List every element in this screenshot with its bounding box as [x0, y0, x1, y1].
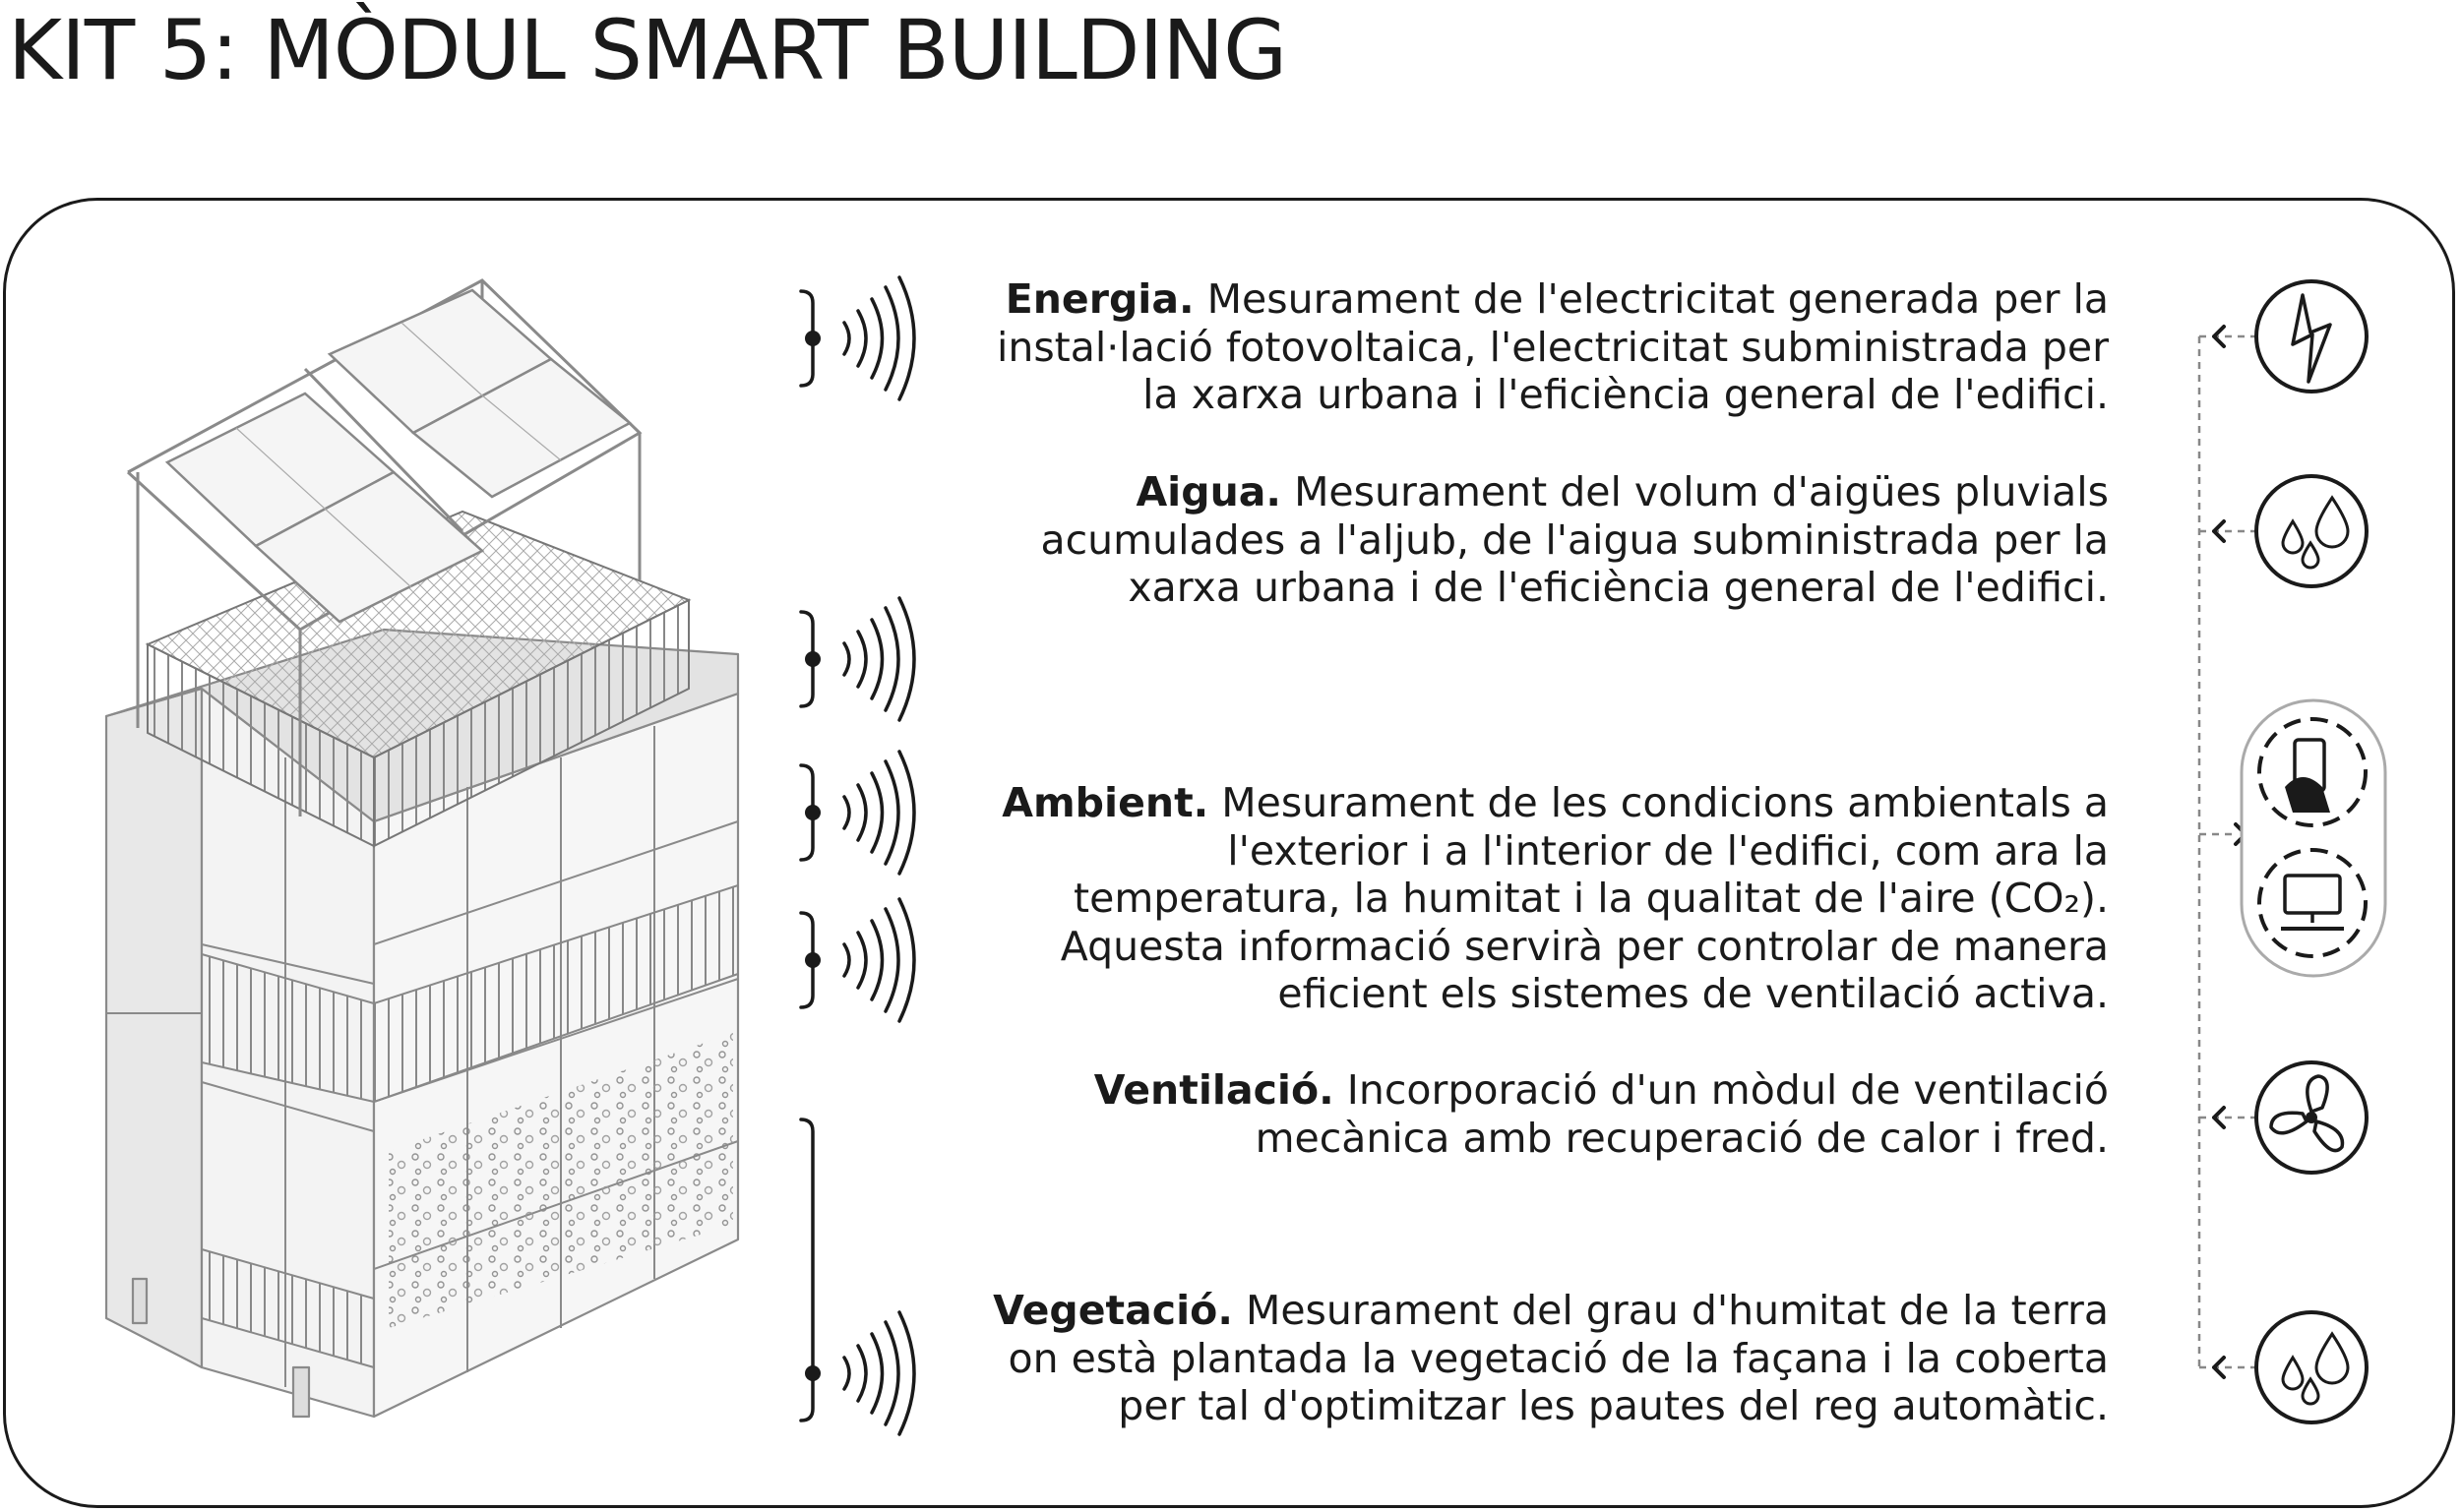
- ambient-description: Ambient. Mesurament de les condicions am…: [1002, 779, 2109, 1017]
- ventilation-label: Ventilació.: [1093, 1066, 1334, 1114]
- page-title: KIT 5: MÒDUL SMART BUILDING: [8, 2, 1287, 98]
- vegetation-label: Vegetació.: [993, 1287, 1233, 1334]
- phone-monitor-icon: [2240, 698, 2387, 978]
- water-drops-icon: [2254, 474, 2369, 588]
- sensor-ventilation: [799, 897, 916, 1023]
- ambient-label: Ambient.: [1002, 779, 1209, 826]
- water-description: Aigua. Mesurament del volum d'aigües plu…: [1040, 468, 2110, 611]
- diagram-panel: [3, 198, 2455, 1508]
- ventilation-description: Ventilació. Incorporació d'un mòdul de v…: [1093, 1066, 2109, 1162]
- sensor-vegetation: [799, 1118, 916, 1436]
- sensor-energy: [799, 275, 916, 401]
- energy-label: Energia.: [1005, 275, 1195, 323]
- vegetation-description: Vegetació. Mesurament del grau d'humitat…: [993, 1287, 2109, 1429]
- water-drops-icon: [2254, 1310, 2369, 1424]
- fan-icon: [2254, 1060, 2369, 1175]
- descriptions: Energia. Mesurament de l'electricitat ge…: [925, 0, 2109, 1512]
- sensor-water: [799, 596, 916, 722]
- water-label: Aigua.: [1136, 468, 1282, 515]
- energy-description: Energia. Mesurament de l'electricitat ge…: [996, 275, 2109, 418]
- lightning-icon: [2254, 279, 2369, 393]
